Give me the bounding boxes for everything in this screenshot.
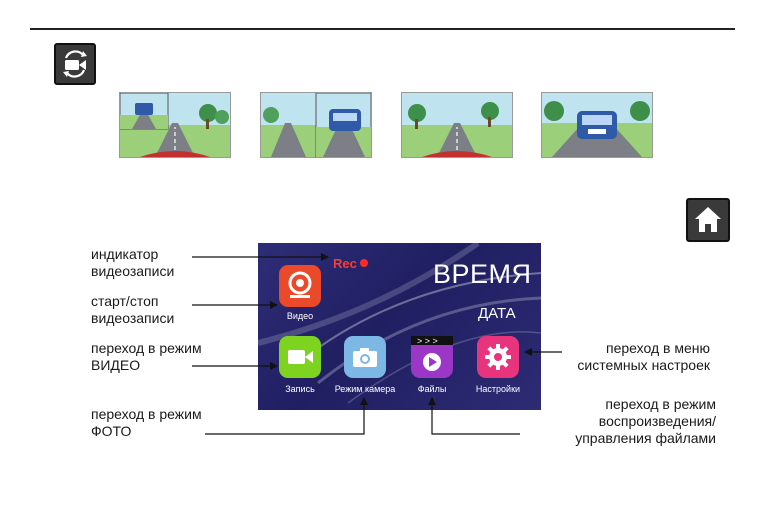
date-display: ДАТА [478, 305, 516, 322]
clapperboard-icon: > > > [411, 336, 453, 371]
gear-icon [485, 344, 511, 370]
rec-dot [359, 259, 368, 267]
camera-icon [353, 348, 377, 367]
thumbnail-front-in-rear [260, 92, 372, 158]
thumbnail-rear-only [541, 92, 653, 158]
thumbnail-front-only [401, 92, 513, 158]
camera-app-button[interactable] [344, 336, 386, 378]
arrow-photo-mode [205, 397, 368, 435]
record-app-label: Запись [285, 384, 315, 394]
files-app-button[interactable]: > > > [411, 336, 453, 378]
video-app-label: Видео [286, 311, 314, 321]
home-icon [686, 198, 730, 242]
top-rule [30, 28, 735, 30]
record-app-button[interactable] [279, 336, 321, 378]
video-camera-icon [288, 350, 313, 364]
svg-text:> > >: > > > [417, 336, 438, 346]
video-app-button[interactable] [279, 265, 321, 307]
webcam-icon [288, 271, 312, 298]
time-display: ВРЕМЯ [433, 259, 532, 289]
settings-app-button[interactable] [477, 336, 519, 378]
thumbnail-rear-in-front [119, 92, 231, 158]
arrow-playback [428, 397, 520, 435]
switch-camera-icon [54, 43, 96, 85]
rec-indicator: Rec [333, 256, 368, 271]
files-app-label: Файлы [417, 384, 447, 394]
camera-app-label: Режим камера [334, 384, 396, 394]
settings-app-label: Настройки [475, 384, 521, 394]
device-screen: Rec ВРЕМЯ ДАТА Видео Запись Режим камера… [258, 243, 541, 410]
